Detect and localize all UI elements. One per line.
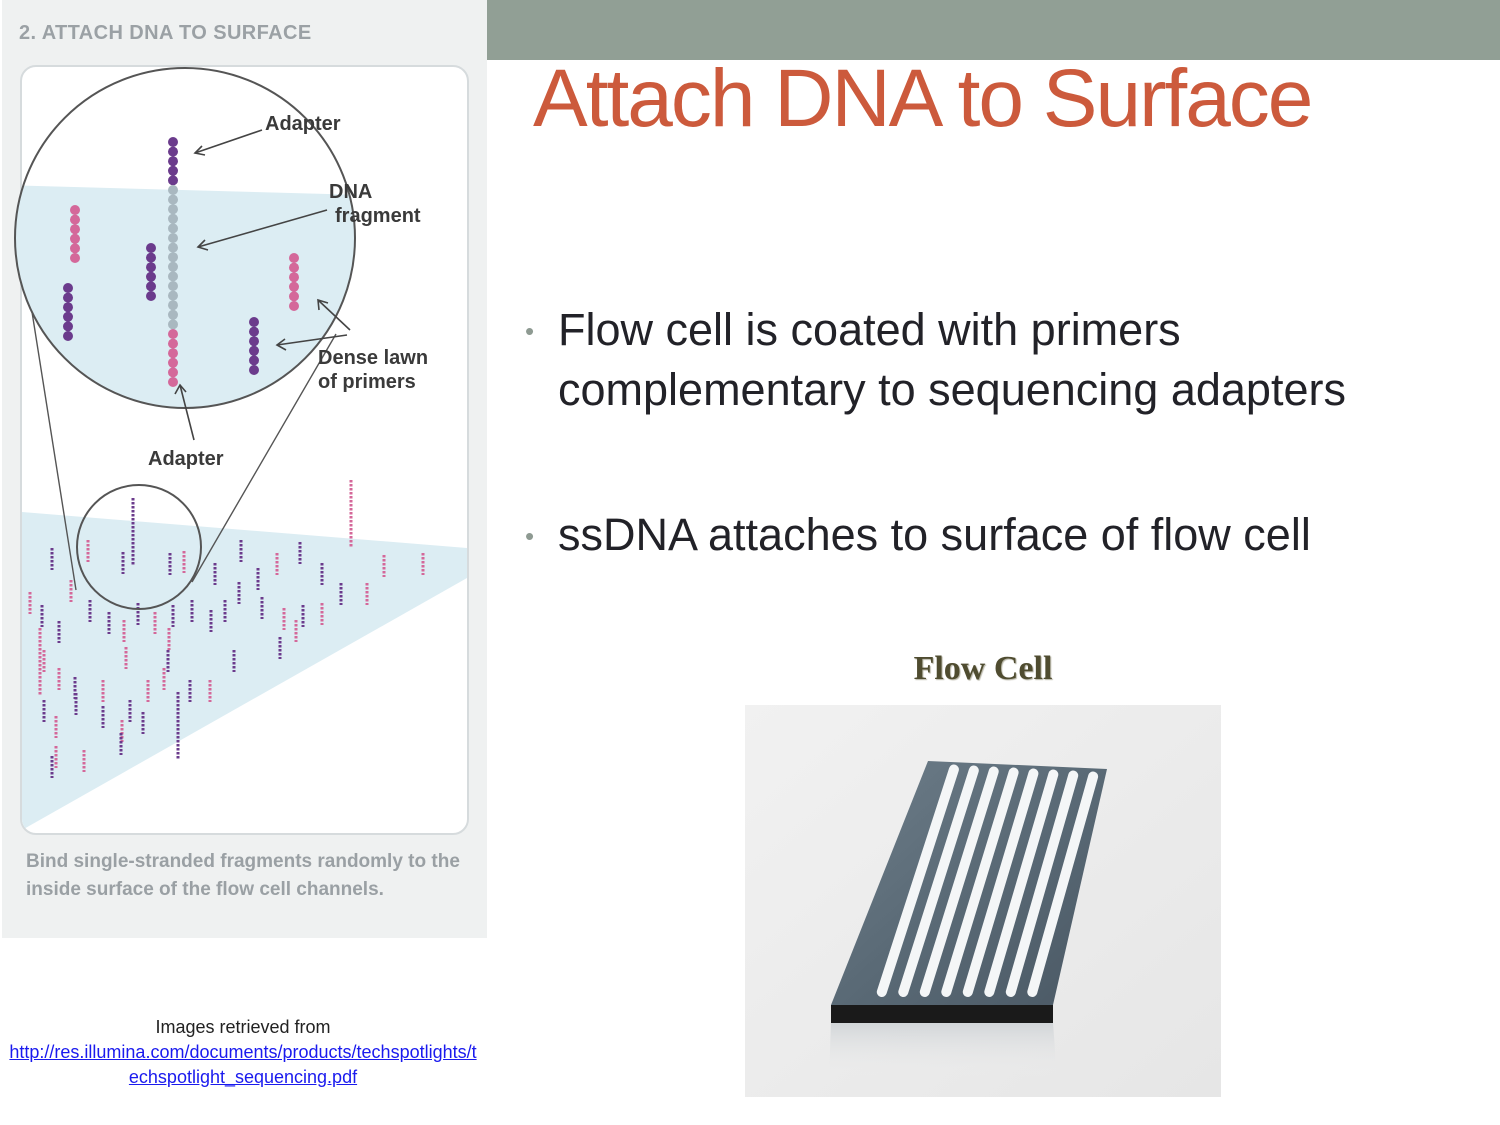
header-bar: [487, 0, 1500, 60]
zoom-line-right: [191, 333, 337, 583]
dna-strand: [146, 243, 156, 301]
flow-cell-lane: [898, 765, 979, 997]
flow-cell-lane: [919, 766, 999, 997]
dna-strand: [249, 317, 259, 375]
image-credit: Images retrieved from http://res.illumin…: [8, 1015, 478, 1090]
label-arrows: [174, 129, 351, 441]
flow-cell-lane: [941, 767, 1019, 997]
label-dense-lawn: Dense lawn: [318, 347, 428, 369]
bullet-list: Flow cell is coated with primers complem…: [525, 300, 1455, 566]
slide-title: Attach DNA to Surface: [533, 53, 1313, 144]
label-fragment: fragment: [335, 205, 421, 227]
dna-strand: [168, 137, 178, 387]
flow-cell-lane: [962, 768, 1039, 997]
credit-text: Images retrieved from: [155, 1017, 331, 1037]
magnified-strands: [63, 137, 299, 387]
dna-strand: [289, 253, 299, 311]
diagram-panel: 2. ATTACH DNA TO SURFACE: [2, 0, 487, 938]
diagram-caption: Bind single-stranded fragments randomly …: [26, 851, 460, 900]
flow-cell-surface: [22, 480, 467, 830]
flow-cell-lane: [1005, 770, 1079, 997]
bullet-item: Flow cell is coated with primers complem…: [525, 300, 1455, 420]
dna-attachment-diagram: Adapter DNA fragment Dense lawn of prime…: [14, 67, 467, 830]
label-adapter-bottom: Adapter: [148, 448, 224, 470]
flow-cell-lanes: [876, 764, 1099, 997]
zoom-source-circle: [76, 484, 202, 610]
surface-strands: [28, 480, 425, 778]
zoom-line-left: [25, 273, 77, 591]
flow-cell-label: Flow Cell: [913, 650, 1053, 687]
label-dna: DNA: [329, 181, 372, 203]
bullet-item: ssDNA attaches to surface of flow cell: [525, 505, 1455, 566]
dna-strand: [63, 283, 73, 341]
label-of-primers: of primers: [318, 371, 416, 393]
flow-cell-lane: [984, 769, 1059, 997]
flow-cell-lane: [1027, 771, 1099, 997]
flow-cell-lane: [876, 764, 959, 997]
flow-cell-edge: [831, 1005, 1053, 1023]
label-adapter-top: Adapter: [265, 113, 341, 135]
dna-strand: [70, 205, 80, 263]
source-link[interactable]: http://res.illumina.com/documents/produc…: [9, 1042, 477, 1087]
flow-cell-photo: [745, 705, 1221, 1097]
diagram-heading: 2. ATTACH DNA TO SURFACE: [19, 22, 312, 44]
